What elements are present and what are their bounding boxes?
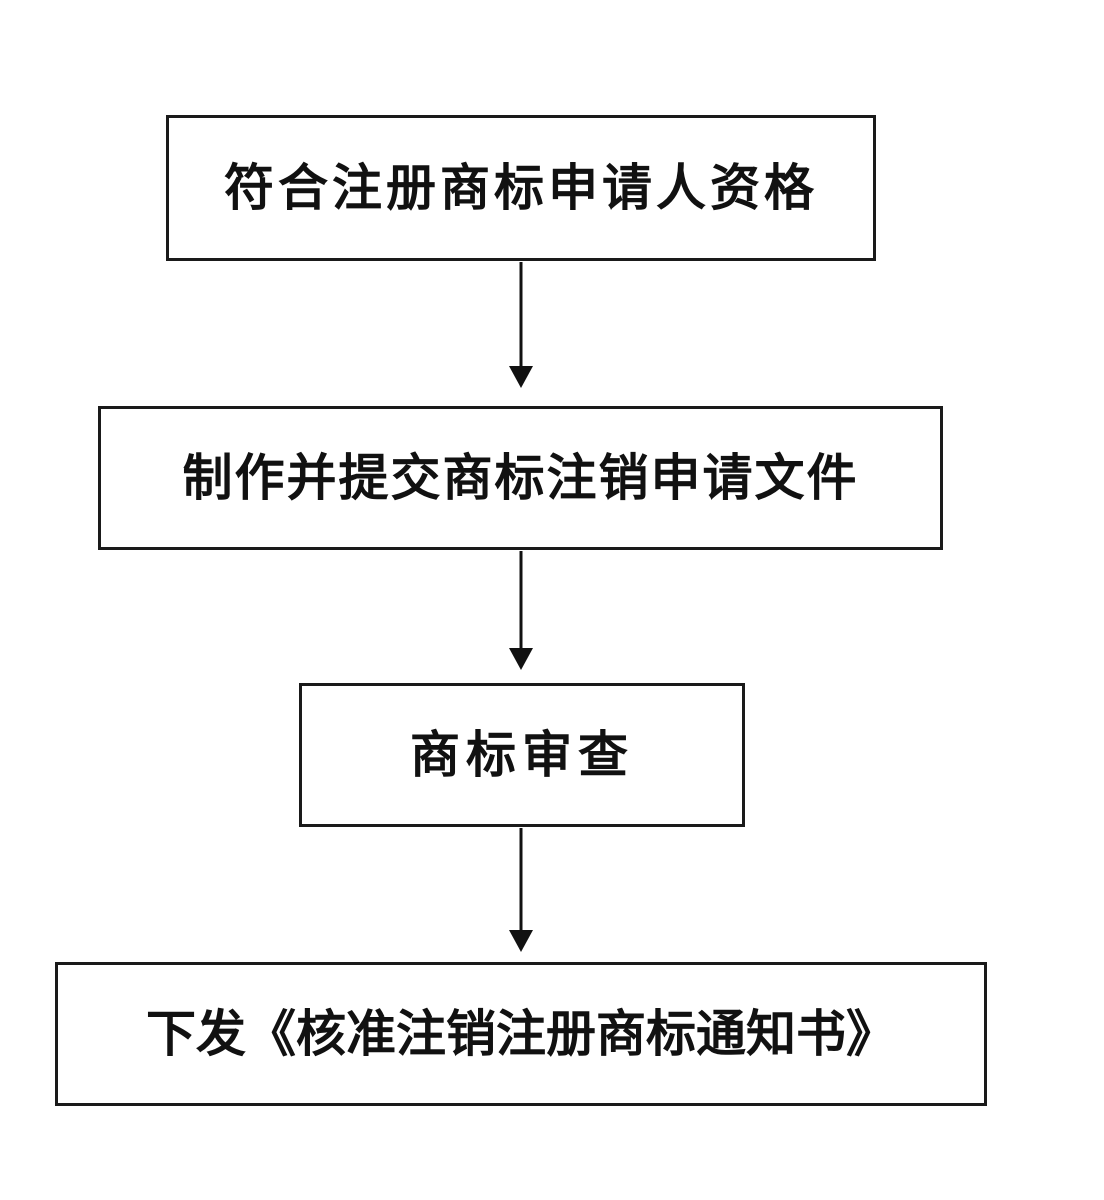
step-label-trademark-review: 商标审查 xyxy=(410,726,634,784)
arrow-review-to-notice xyxy=(509,828,533,952)
step-label-qualification: 符合注册商标申请人资格 xyxy=(224,159,818,217)
arrow-prepare-to-review xyxy=(509,551,533,670)
step-box-qualification: 符合注册商标申请人资格 xyxy=(166,115,876,261)
step-label-issue-notice: 下发《核准注销注册商标通知书》 xyxy=(146,1005,896,1063)
step-box-issue-notice: 下发《核准注销注册商标通知书》 xyxy=(55,962,987,1106)
step-label-prepare-application: 制作并提交商标注销申请文件 xyxy=(182,449,859,507)
step-box-trademark-review: 商标审查 xyxy=(299,683,745,827)
step-box-prepare-application: 制作并提交商标注销申请文件 xyxy=(98,406,943,550)
arrow-qualification-to-prepare xyxy=(509,262,533,388)
